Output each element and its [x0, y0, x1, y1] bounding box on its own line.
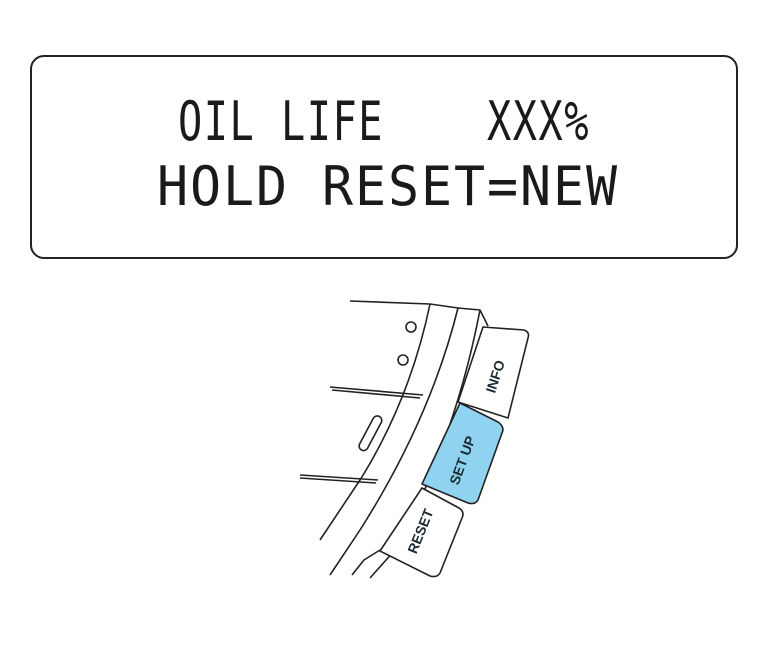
reset-button[interactable]: RESET — [379, 487, 464, 578]
setup-button[interactable]: SET UP — [421, 402, 504, 505]
info-button[interactable]: INFO — [457, 326, 530, 419]
display-line-2: HOLD RESET=NEW — [157, 155, 619, 218]
message-display: OIL LIFE XXX% HOLD RESET=NEW — [30, 55, 738, 259]
display-line-1: OIL LIFE XXX% — [178, 90, 590, 153]
